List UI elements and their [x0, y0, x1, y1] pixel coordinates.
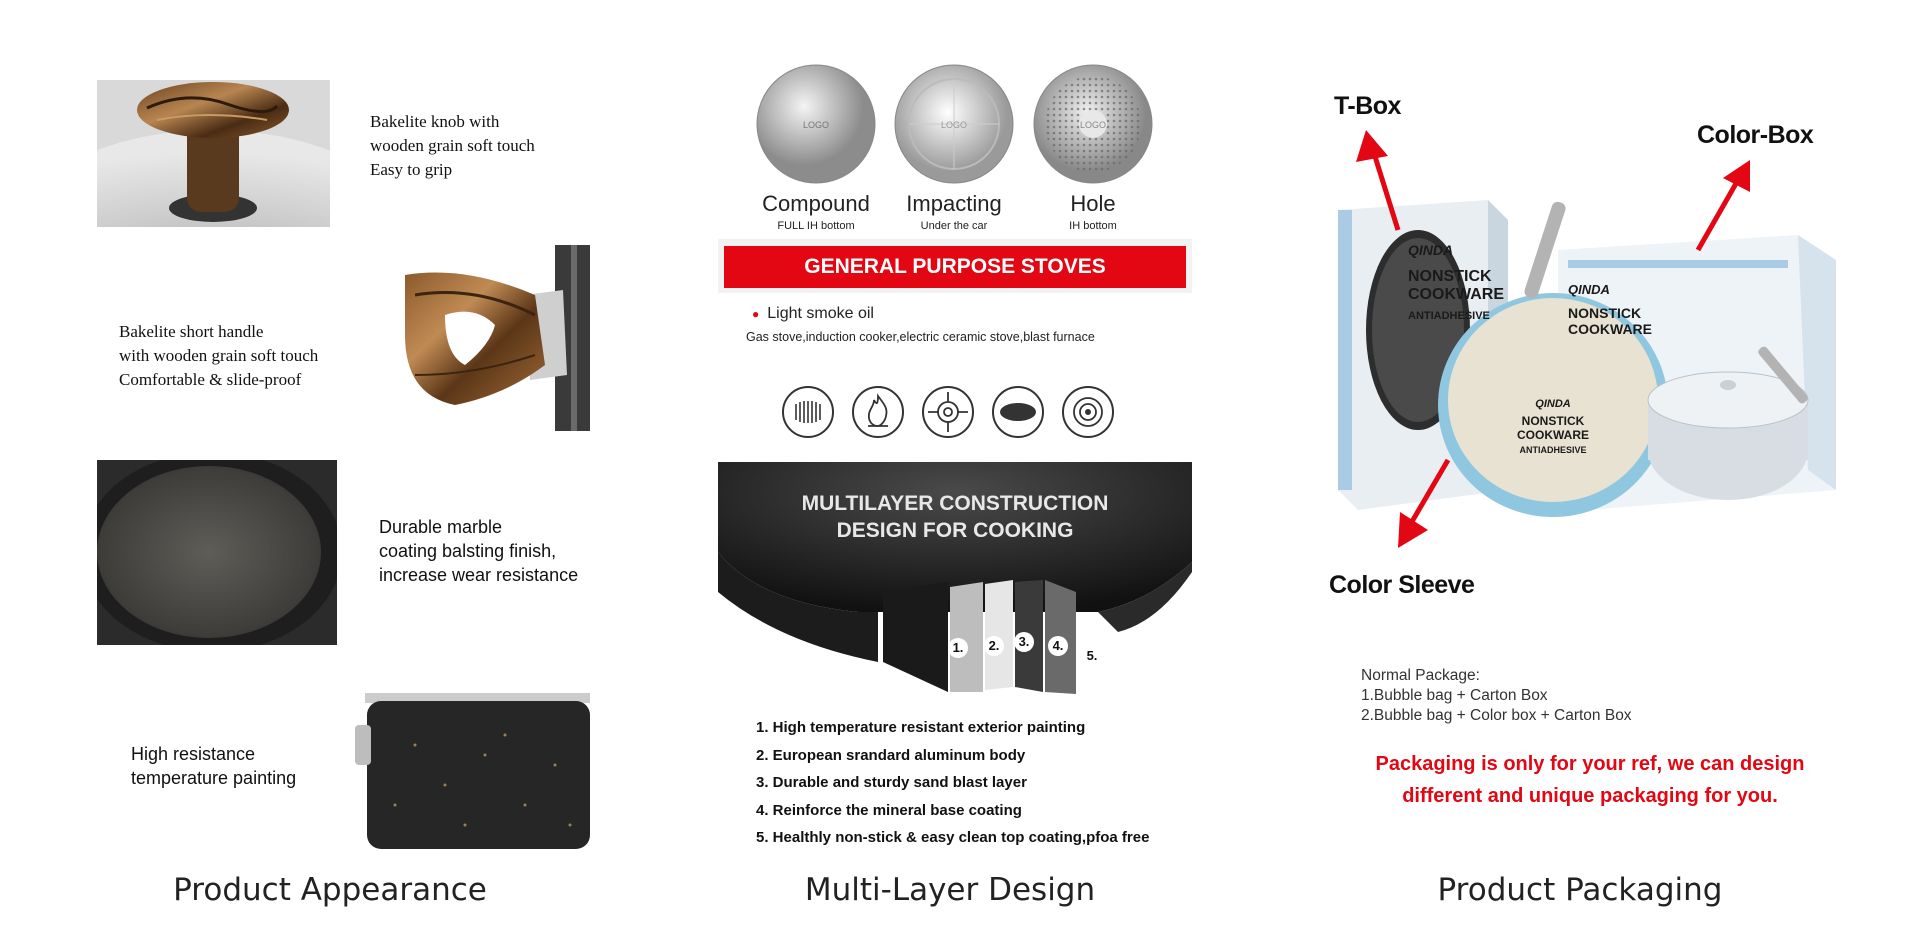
coating-feature-text: Durable marble coating balsting finish, … — [379, 515, 578, 587]
layer-item: 3. Durable and sturdy sand blast layer — [756, 774, 1027, 791]
normal-package-title: Normal Package: — [1361, 666, 1632, 686]
bottom-impacting-label: Impacting — [906, 191, 1002, 216]
layer-list: 1. High temperature resistant exterior p… — [756, 714, 1149, 852]
bullet-dot-icon: ● — [752, 307, 760, 321]
box-text-line: NONSTICK — [1521, 414, 1585, 428]
box-text-line: NONSTICK — [1568, 305, 1642, 321]
tbox-label: T-Box — [1334, 92, 1401, 120]
tbox-arrow-icon — [1356, 130, 1401, 231]
colorbox-print: QINDA NONSTICK COOKWARE — [1568, 282, 1652, 337]
feature-line: wooden grain soft touch — [370, 136, 535, 155]
layer-badge: 2. — [984, 636, 1004, 656]
layer-item: 4. Reinforce the mineral base coating — [756, 801, 1022, 819]
box-text-line: COOKWARE — [1517, 428, 1589, 442]
construction-title-line: MULTILAYER CONSTRUCTION — [801, 492, 1109, 515]
layer-item: 5. Healthly non-stick & easy clean top c… — [756, 829, 1150, 846]
construction-title: MULTILAYER CONSTRUCTION DESIGN FOR COOKI… — [718, 490, 1192, 544]
normal-package-colon: : — [1475, 667, 1480, 684]
normal-package-item: 2.Bubble bag + Color box + Carton Box — [1361, 707, 1632, 724]
handle-feature-text: Bakelite short handle with wooden grain … — [119, 320, 318, 392]
painting-feature-text: High resistance temperature painting — [131, 742, 296, 790]
feature-line: temperature painting — [131, 768, 297, 788]
brand-logo-text: QINDA — [1568, 282, 1610, 297]
feature-line: Durable marble — [379, 517, 503, 537]
feature-line: increase wear resistance — [379, 565, 579, 585]
colorbox-label: Color-Box — [1697, 121, 1814, 149]
bottom-hole-label: Hole — [1070, 191, 1116, 216]
feature-line: Easy to grip — [370, 160, 453, 179]
bottom-impacting-disc: LOGO — [894, 64, 1014, 184]
brand-logo-text: QINDA — [1408, 242, 1454, 258]
product-packaging-caption: Product Packaging — [1437, 872, 1723, 908]
brand-logo-text: QINDA — [1535, 398, 1571, 410]
gas-grate-icon — [922, 386, 974, 438]
bottom-logo-text: LOGO — [803, 120, 829, 130]
layer-item: 2. European srandard aluminum body — [756, 746, 1026, 764]
coating-photo — [97, 460, 337, 645]
box-text-line: ANTIADHESIVE — [1519, 445, 1587, 455]
box-text-line: NONSTICK — [1408, 268, 1492, 285]
bottom-compound-disc: LOGO — [756, 64, 876, 184]
box-text-line: COOKWARE — [1568, 321, 1652, 337]
product-appearance-caption: Product Appearance — [173, 872, 487, 908]
bottom-compound-sub: FULL IH bottom — [777, 220, 855, 232]
packaging-photo — [1338, 190, 1838, 530]
feature-line: coating balsting finish, — [379, 541, 557, 561]
sleeve-arrow-icon — [1398, 458, 1451, 548]
layer-badge: 1. — [948, 638, 968, 658]
painted-pot-photo — [355, 675, 590, 850]
tbox-print: QINDA NONSTICK COOKWARE ANTIADHESIVE — [1408, 242, 1504, 322]
layer-item: 1. High temperature resistant exterior p… — [756, 719, 1086, 736]
feature-line: Comfortable & slide-proof — [119, 370, 302, 389]
induction-icon — [1062, 386, 1114, 438]
bullet-text: Light smoke oil — [767, 305, 874, 322]
coil-burner-icon — [782, 386, 834, 438]
handle-photo — [395, 245, 590, 431]
light-smoke-bullet: ● Light smoke oil — [752, 305, 874, 323]
bottom-logo-text: LOGO — [941, 120, 967, 130]
bottom-hole-disc: LOGO — [1033, 64, 1153, 184]
flame-icon — [852, 386, 904, 438]
bottom-hole-sub: IH bottom — [1069, 220, 1117, 232]
packaging-note-line: different and unique packaging for you. — [1402, 785, 1778, 807]
colorbox-arrow-icon — [1695, 160, 1750, 252]
packaging-note: Packaging is only for your ref, we can d… — [1340, 748, 1840, 812]
normal-package-item: 1.Bubble bag + Carton Box — [1361, 687, 1548, 704]
packaging-note-line: Packaging is only for your ref, we can d… — [1375, 753, 1805, 775]
normal-package-info: Normal Package: 1.Bubble bag + Carton Bo… — [1361, 666, 1632, 726]
box-text-line: ANTIADHESIVE — [1408, 310, 1490, 322]
construction-title-line: DESIGN FOR COOKING — [836, 519, 1074, 542]
bottom-impacting-sub: Under the car — [920, 220, 988, 232]
layer-badge: 4. — [1048, 636, 1068, 656]
stove-types-text: Gas stove,induction cooker,electric cera… — [746, 330, 1095, 344]
multilayer-design-caption: Multi-Layer Design — [804, 872, 1096, 908]
ceramic-plate-icon — [992, 386, 1044, 438]
normal-package-title-text: Normal Package — [1361, 667, 1476, 684]
layer-badge: 5. — [1082, 646, 1102, 666]
knob-feature-text: Bakelite knob with wooden grain soft tou… — [370, 110, 535, 182]
feature-line: with wooden grain soft touch — [119, 346, 319, 365]
color-sleeve-label: Color Sleeve — [1329, 571, 1475, 599]
feature-line: High resistance — [131, 744, 256, 764]
multilayer-construction-image — [718, 462, 1192, 710]
feature-line: Bakelite knob with — [370, 112, 500, 131]
sleeve-print: QINDA NONSTICK COOKWARE ANTIADHESIVE — [1508, 398, 1598, 455]
bottom-compound-label: Compound — [762, 191, 870, 216]
packaging-arrows — [1356, 130, 1750, 548]
layer-badge: 3. — [1014, 632, 1034, 652]
bottom-logo-text: LOGO — [1080, 120, 1106, 130]
layer-number-badges: 1. 2. 3. 4. 5. — [940, 632, 1160, 666]
box-text-line: COOKWARE — [1408, 286, 1504, 303]
feature-line: Bakelite short handle — [119, 322, 264, 341]
knob-photo — [97, 80, 330, 227]
general-purpose-stoves-banner: GENERAL PURPOSE STOVES — [724, 246, 1186, 288]
